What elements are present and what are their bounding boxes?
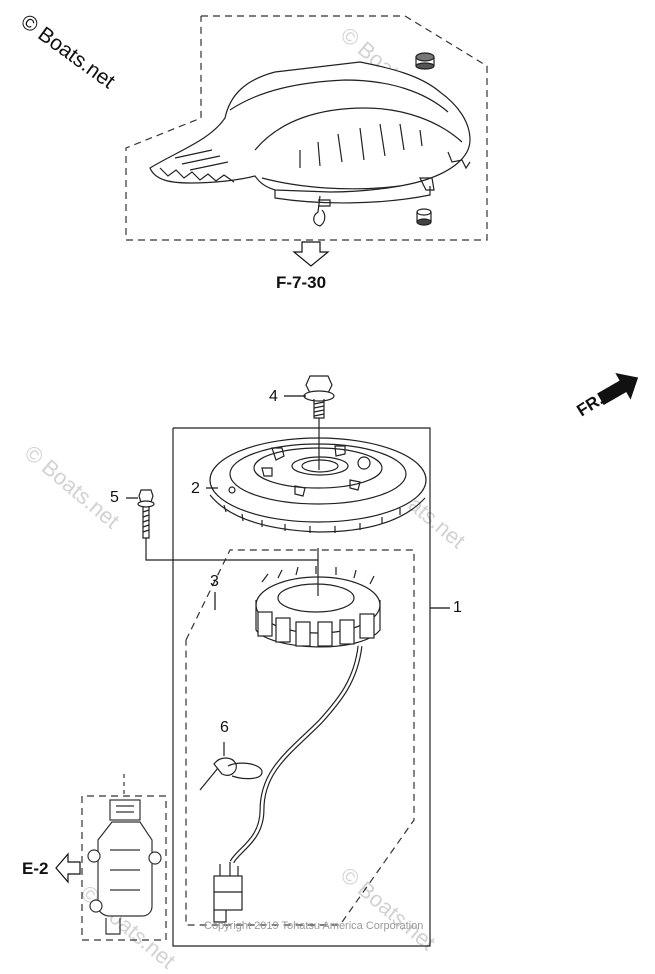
stator-assembly-frame [172, 427, 431, 947]
front-direction-arrow [597, 373, 639, 406]
reference-arrow-down [292, 241, 330, 267]
cable-tie [199, 742, 263, 791]
callout-1[interactable]: 1 [453, 599, 462, 616]
stator-base-plate [209, 437, 427, 533]
cover-assembly-frame [125, 15, 488, 241]
callout-5[interactable]: 5 [110, 489, 119, 506]
reference-label-f-7-30[interactable]: F-7-30 [276, 273, 327, 292]
stator-bolt [303, 375, 335, 470]
callout-4[interactable]: 4 [269, 388, 278, 405]
stator-dashed-frame [185, 549, 415, 926]
reference-arrow-left [55, 852, 81, 884]
stator-coil [213, 560, 381, 923]
callout-6[interactable]: 6 [220, 719, 229, 736]
flywheel-cover [149, 52, 471, 227]
regulator-module [81, 774, 167, 941]
small-bolt [137, 489, 319, 561]
reference-label-e-2[interactable]: E-2 [22, 859, 49, 878]
callout-3[interactable]: 3 [210, 573, 219, 590]
callout-2[interactable]: 2 [191, 480, 200, 497]
copyright-notice: Copyright 2019 Tohatsu America Corporati… [204, 920, 424, 932]
